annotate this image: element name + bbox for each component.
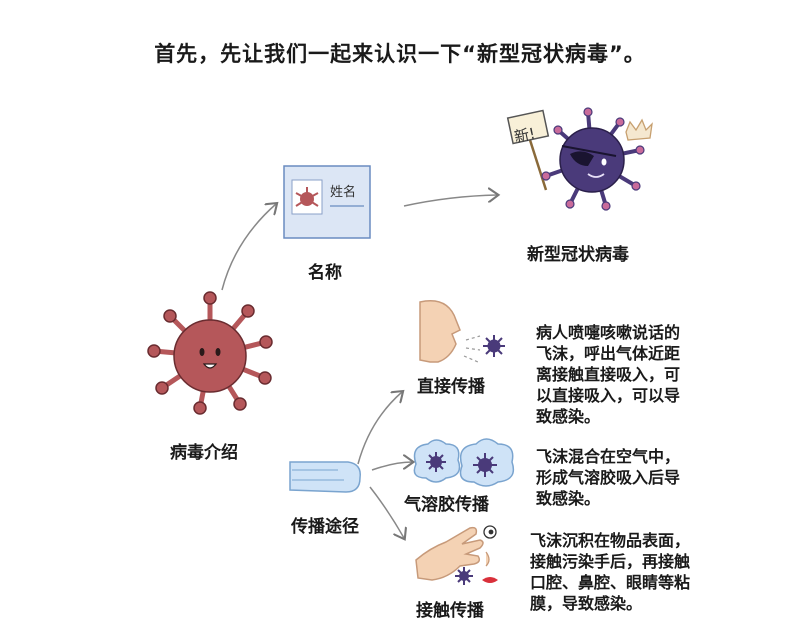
- virus-icon: [147, 291, 273, 415]
- routes-label: 传播途径: [291, 517, 359, 537]
- sign-text: 新!: [513, 124, 537, 146]
- direct-label: 直接传播: [417, 377, 485, 397]
- page-title: 首先，先让我们一起来认识一下“新型冠状病毒”。: [154, 42, 646, 66]
- wind-cloud-icon: [289, 461, 361, 493]
- arrow-to-contact: [369, 486, 404, 538]
- contact-label: 接触传播: [416, 601, 484, 621]
- id-card-icon: [283, 165, 371, 239]
- crowned-virus-icon: [506, 107, 653, 211]
- arrow-to-name: [221, 204, 276, 291]
- id-card-name-text: 姓名: [330, 184, 356, 200]
- virus-intro-label: 病毒介绍: [170, 443, 238, 463]
- face-profile-icon: [419, 300, 481, 363]
- arrow-to-virus-name: [403, 195, 497, 207]
- arrow-to-direct: [357, 392, 402, 465]
- virus-name-label: 新型冠状病毒: [527, 245, 629, 265]
- hand-icon: [415, 525, 498, 585]
- aerosol-description: 飞沫混合在空气中， 形成气溶胶吸入后导 致感染。: [536, 447, 681, 508]
- name-label: 名称: [308, 263, 342, 283]
- small-virus-icon: [483, 335, 505, 357]
- contact-description: 飞沫沉积在物品表面， 接触污染手后，再接触 口腔、鼻腔、眼睛等粘 膜，导致感染。: [530, 531, 691, 613]
- arrow-to-aerosol: [371, 462, 412, 471]
- direct-description: 病人喷嚏咳嗽说话的 飞沫，呼出气体近距 离接触直接吸入，可 以直接吸入，可以导 …: [536, 323, 681, 426]
- aerosol-label: 气溶胶传播: [404, 495, 489, 515]
- aerosol-cloud-icon: [413, 438, 515, 487]
